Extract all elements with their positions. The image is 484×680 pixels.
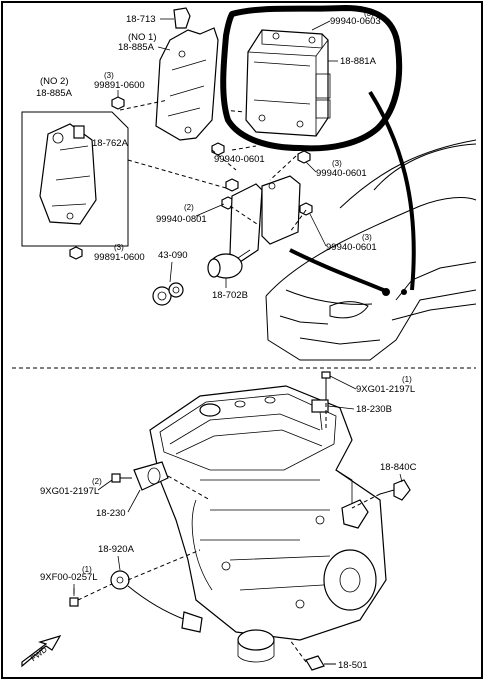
bracket-no2-box[interactable] <box>21 111 129 247</box>
label-qty3-b: (3) <box>104 71 114 80</box>
label-qty3-a: (3) <box>364 9 374 18</box>
label-qty3-d: (3) <box>362 233 372 242</box>
nut-99940-0601-right[interactable] <box>297 150 311 164</box>
ecu-module[interactable] <box>245 29 331 137</box>
label-18-881A: 18-881A <box>340 56 377 67</box>
fwd-label: FWD <box>29 645 49 663</box>
label-18-713: 18-713 <box>126 14 156 25</box>
label-18-230B: 18-230B <box>356 404 392 415</box>
sensor-18-230B[interactable] <box>311 399 329 431</box>
label-18-885A-top: 18-885A <box>118 42 155 53</box>
label-99891-0600-top: 99891-0600 <box>94 80 145 91</box>
fwd-arrow-icon: FWD <box>21 634 62 668</box>
label-99940-0801: 99940-0801 <box>156 214 207 225</box>
label-no2: (NO 2) <box>40 76 69 87</box>
grommet-43-090[interactable] <box>152 282 184 306</box>
nut-99940-0601-low[interactable] <box>299 202 313 216</box>
leader-lines-top <box>119 99 307 233</box>
ecu-bracket-no1[interactable] <box>155 27 219 141</box>
label-99940-0601-low: 99940-0601 <box>326 242 377 253</box>
location-arrow-module <box>289 248 389 294</box>
leader-lines-bottom <box>77 396 381 663</box>
label-99940-0601-right: 99940-0601 <box>316 168 367 179</box>
label-99891-0600-low: 99891-0600 <box>94 252 145 263</box>
label-9XG01-2197L-left: 9XG01-2197L <box>40 486 99 497</box>
labels-top: 18-713 (NO 1) 18-885A (3) 99940-0603 18-… <box>36 9 381 301</box>
clip-18-713[interactable] <box>173 7 191 29</box>
sensor-18-840C[interactable] <box>379 479 411 501</box>
label-99940-0603: 99940-0603 <box>330 16 381 27</box>
label-18-702B: 18-702B <box>212 290 248 301</box>
ecu-highlight-outline <box>220 5 403 152</box>
label-qty2: (2) <box>184 203 194 212</box>
label-no1: (NO 1) <box>128 32 157 43</box>
engine-block <box>149 385 387 663</box>
label-99940-0601-mid: 99940-0601 <box>214 154 265 165</box>
nut-99891-0600-top[interactable] <box>111 96 125 110</box>
label-18-920A: 18-920A <box>98 544 135 555</box>
label-9XG01-2197L-top: 9XG01-2197L <box>356 384 415 395</box>
module-18-702B[interactable] <box>207 249 251 279</box>
connector-18-762A[interactable] <box>73 125 85 139</box>
label-qty3-e: (3) <box>114 243 124 252</box>
label-43-090: 43-090 <box>158 250 188 261</box>
sensor-18-230[interactable] <box>133 461 169 491</box>
nut-99891-0600-low[interactable] <box>69 246 83 260</box>
label-18-501: 18-501 <box>338 660 368 671</box>
module-bracket[interactable] <box>229 175 301 263</box>
label-qty2-b: (2) <box>92 477 102 486</box>
label-qty1-a: (1) <box>402 375 412 384</box>
bolt-9XG01-2197L-top[interactable] <box>321 371 331 396</box>
label-qty3-c: (3) <box>332 159 342 168</box>
vehicle-front-view <box>265 139 477 361</box>
label-18-230: 18-230 <box>96 508 126 519</box>
sensor-18-920A[interactable] <box>110 570 203 633</box>
label-18-885A-left: 18-885A <box>36 88 73 99</box>
bolt-9XG01-2197L-left[interactable] <box>111 473 132 483</box>
label-18-840C: 18-840C <box>380 462 417 473</box>
label-9XF00-0257L: 9XF00-0257L <box>40 572 98 583</box>
connector-18-840C-mount[interactable] <box>341 499 369 529</box>
location-arrow-ecu <box>368 90 416 291</box>
labels-bottom: (1) 9XG01-2197L 18-230B 18-840C (2) 9XG0… <box>40 375 417 671</box>
label-18-762A: 18-762A <box>92 138 129 149</box>
label-qty1-b: (1) <box>82 565 92 574</box>
sensor-18-501[interactable] <box>305 655 336 671</box>
